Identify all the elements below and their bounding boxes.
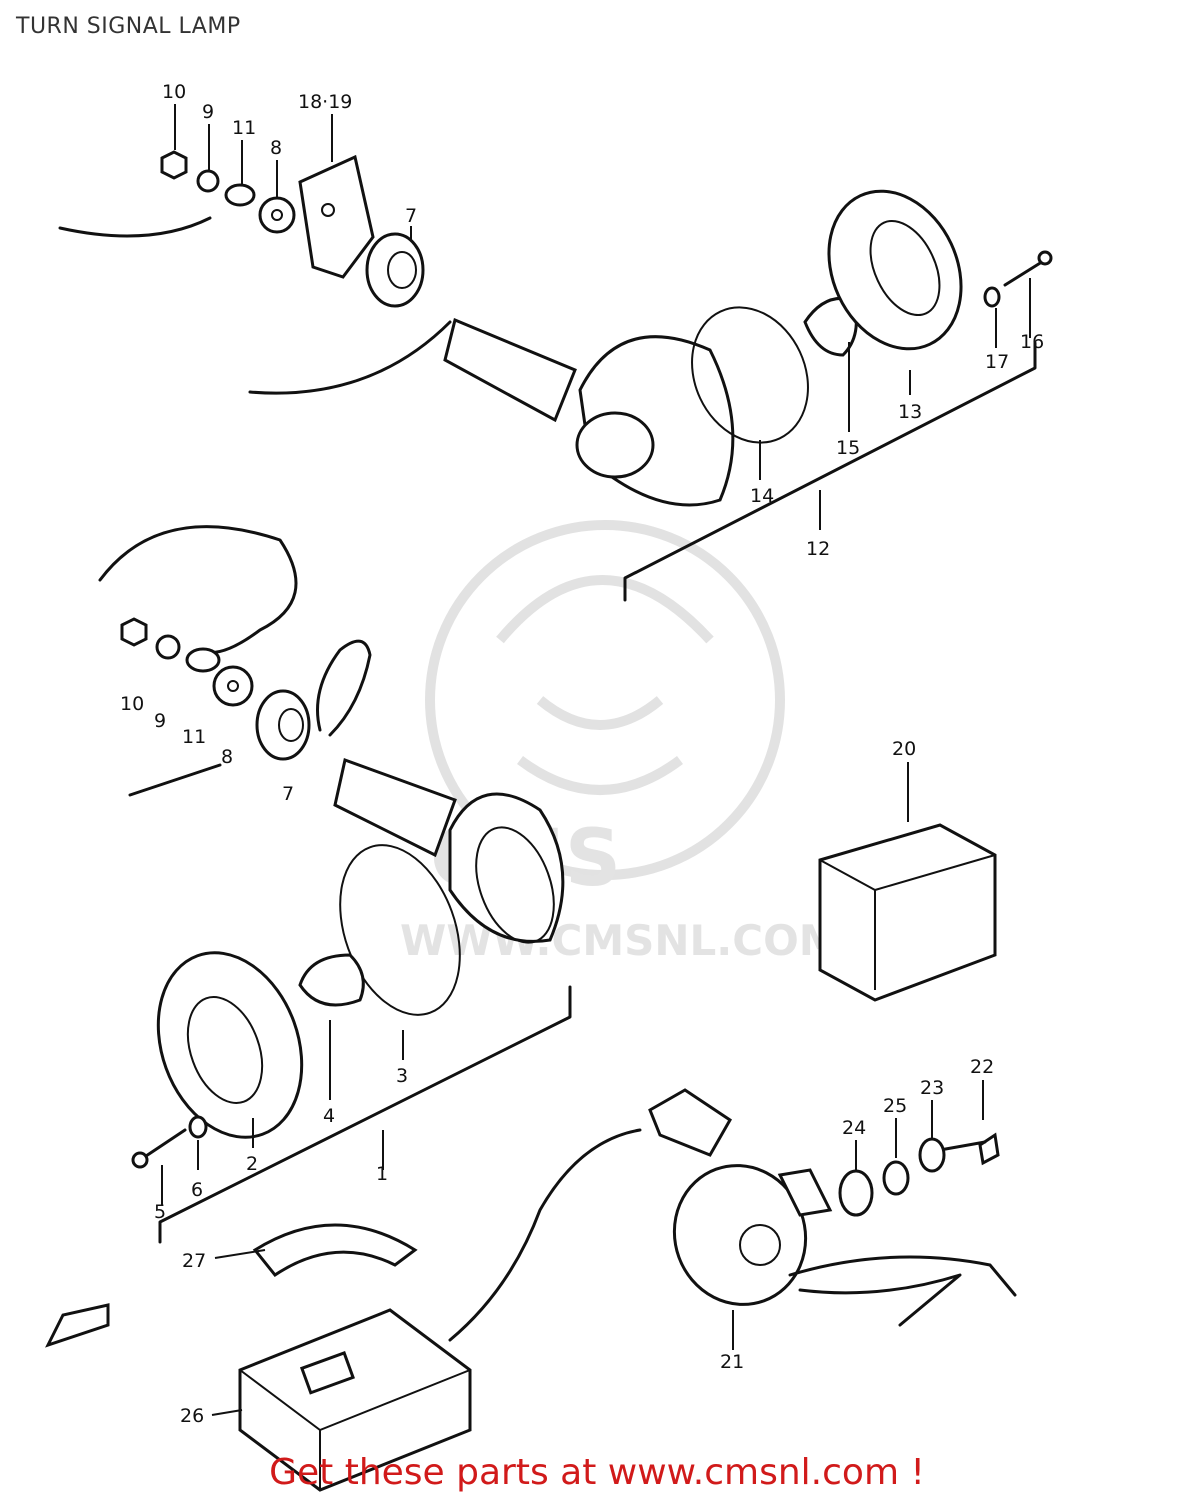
callout-20: 20 (892, 738, 916, 760)
lens-2 (156, 951, 304, 1139)
callout-7-upper: 7 (405, 205, 417, 227)
grommet-7-upper (365, 232, 425, 308)
leader-lines (161, 104, 1031, 1416)
wire-upper-bottom (248, 320, 452, 395)
callout-4: 4 (323, 1105, 335, 1127)
callout-6: 6 (191, 1179, 203, 1201)
connector-26 (648, 1088, 732, 1157)
callout-10-upper: 10 (162, 81, 186, 103)
collar-25 (882, 1160, 910, 1196)
washer-8-upper (258, 196, 296, 234)
wire-lower-short (128, 763, 222, 797)
callout-18-19: 18·19 (298, 91, 352, 113)
washer-9-upper (196, 169, 220, 193)
lower-lamp-assembly (98, 525, 572, 1244)
callout-7-lower: 7 (282, 783, 294, 805)
callout-23: 23 (920, 1077, 944, 1099)
bulb-4 (298, 953, 365, 1007)
assembly-bracket-12 (623, 341, 1037, 602)
callout-26: 26 (180, 1405, 204, 1427)
callout-9-lower: 9 (154, 710, 166, 732)
harness-26 (448, 1128, 642, 1342)
footer-link-banner[interactable]: Get these parts at www.cmsnl.com ! (269, 1452, 925, 1493)
callout-21: 21 (720, 1351, 744, 1373)
callout-24: 24 (842, 1117, 866, 1139)
callout-15: 15 (836, 437, 860, 459)
grommet-7-lower (255, 689, 311, 761)
callout-17: 17 (985, 351, 1009, 373)
page-title: TURN SIGNAL LAMP (16, 14, 241, 39)
wire-upper-left (58, 216, 212, 238)
gasket-14 (691, 306, 809, 444)
lens-13 (827, 189, 963, 351)
screw-5 (138, 1128, 187, 1162)
callout-13: 13 (898, 401, 922, 423)
callout-11-upper: 11 (232, 117, 256, 139)
terminal-11-lower (185, 647, 221, 673)
callout-11-lower: 11 (182, 726, 206, 748)
cushion-24 (838, 1169, 874, 1217)
callout-25: 25 (883, 1095, 907, 1117)
tape-27 (252, 1223, 418, 1278)
callout-labels: 10 9 11 8 18·19 7 17 16 13 15 14 12 10 9… (120, 81, 1044, 1427)
callout-22: 22 (970, 1056, 994, 1078)
callout-2: 2 (246, 1153, 258, 1175)
bulb-15 (803, 296, 858, 357)
watermark-url: WWW.CMSNL.COM (400, 916, 841, 965)
wire-lower-lead (316, 639, 372, 737)
screw-16 (1003, 258, 1047, 287)
callout-12: 12 (806, 538, 830, 560)
wire-lower-loop (98, 525, 298, 654)
bolt-22 (978, 1132, 1000, 1166)
relay-20 (818, 823, 997, 1002)
washer-17 (983, 286, 1001, 308)
lamp-stalk-lower (333, 758, 457, 858)
callout-10-lower: 10 (120, 693, 144, 715)
assembly-bracket-1 (158, 985, 572, 1244)
terminal-11-upper (224, 183, 256, 207)
horn-assembly (672, 1132, 1017, 1327)
callout-5: 5 (154, 1201, 166, 1223)
gasket-3 (339, 844, 461, 1016)
callout-3: 3 (396, 1065, 408, 1087)
lamp-stalk-upper (443, 317, 577, 423)
lamp-housing-lower (448, 792, 565, 943)
unit-26 (238, 1088, 732, 1492)
callout-8-upper: 8 (270, 137, 282, 159)
washer-9-lower (155, 634, 181, 660)
callout-27: 27 (182, 1250, 206, 1272)
washer-23 (918, 1137, 946, 1173)
washer-6 (188, 1115, 208, 1139)
callout-8-lower: 8 (221, 746, 233, 768)
callout-9-upper: 9 (202, 101, 214, 123)
callout-1: 1 (376, 1163, 388, 1185)
front-arrow-icon (45, 1303, 110, 1348)
upper-lamp-assembly (58, 150, 1053, 602)
washer-8-lower (212, 665, 254, 707)
callout-16: 16 (1020, 331, 1044, 353)
bracket-18-19 (298, 154, 375, 279)
callout-14: 14 (750, 485, 774, 507)
nut-10-lower (120, 617, 148, 647)
nut-10-upper (160, 150, 188, 180)
